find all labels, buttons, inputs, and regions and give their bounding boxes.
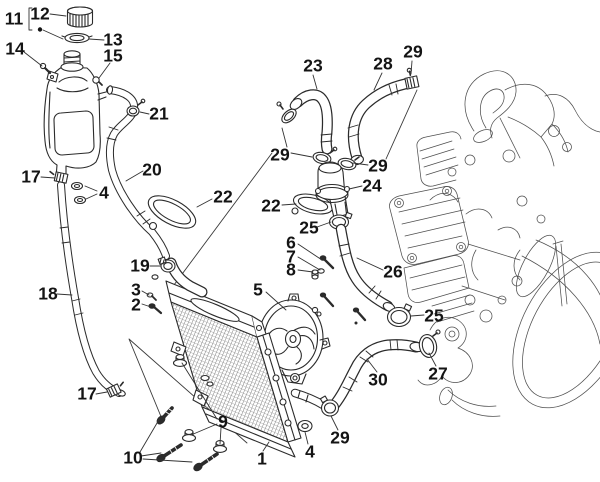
- callout-9: 9: [218, 411, 228, 432]
- clamp-27-drawing: [418, 329, 441, 358]
- callout-25-lower: 25: [424, 305, 444, 326]
- clip-15-drawing: [92, 76, 103, 86]
- clamp-29-ring-a-drawing: [312, 146, 338, 165]
- callout-29-top-right: 29: [403, 41, 423, 62]
- clamp-29-band-topright-drawing: [404, 67, 420, 90]
- clamp-21-drawing: [126, 98, 146, 117]
- cap-seal-drawing: [61, 32, 93, 44]
- callout-7: 7: [286, 246, 296, 267]
- callout-29-lower: 29: [330, 427, 350, 448]
- callout-21: 21: [149, 103, 169, 124]
- tank-cap-drawing: [66, 6, 94, 28]
- clamp-29-ring-b-drawing: [337, 156, 360, 171]
- washer-4-lower-drawing: [297, 419, 313, 433]
- clamp-25-lower-drawing: [386, 303, 413, 328]
- radiator-drawing: [165, 257, 328, 458]
- washers-4-upper-drawing: [70, 181, 87, 205]
- clamp-17-lower-drawing: [105, 381, 124, 398]
- leader-lines: [23, 7, 437, 463]
- gasket-22-left-drawing: [147, 195, 197, 231]
- callout-17-lower: 17: [77, 383, 97, 404]
- callout-26: 26: [383, 261, 403, 282]
- bolts-10-drawing: [156, 406, 219, 472]
- screw-14-drawing: [39, 62, 52, 75]
- clamp-29-band-left-drawing: [276, 101, 297, 124]
- hose-23-drawing: [289, 89, 333, 155]
- clamp-29-lower-drawing: [319, 395, 340, 417]
- gasket-22-right-drawing: [291, 193, 334, 215]
- callout-24: 24: [362, 175, 382, 196]
- callout-25-upper: 25: [299, 217, 319, 238]
- clamp-19-drawing: [157, 256, 176, 273]
- callout-23: 23: [303, 55, 323, 76]
- callout-18: 18: [38, 283, 58, 304]
- hose-26-drawing: [335, 223, 396, 312]
- callout-2: 2: [131, 294, 141, 315]
- callout-19: 19: [130, 255, 150, 276]
- callout-3: 3: [131, 279, 141, 300]
- callout-11: 11: [4, 8, 24, 29]
- callout-4-lower: 4: [305, 441, 315, 462]
- fan-fasteners-drawing: [311, 255, 367, 325]
- grommets-9-drawing: [172, 354, 228, 453]
- callout-20: 20: [142, 159, 162, 180]
- hose-18-drawing: [57, 181, 126, 397]
- callout-14: 14: [5, 38, 25, 59]
- screws-2-3-drawing: [146, 274, 163, 315]
- expansion-tank-drawing: [39, 6, 107, 180]
- callout-29-mid-right: 29: [368, 155, 388, 176]
- callout-4-upper: 4: [99, 182, 109, 203]
- callout-29-left: 29: [270, 144, 290, 165]
- engine-sketch: [389, 70, 600, 417]
- callout-22-left: 22: [213, 186, 233, 207]
- callout-28: 28: [373, 53, 393, 74]
- callout-8: 8: [286, 259, 296, 280]
- callout-12: 12: [30, 3, 50, 24]
- callout-30: 30: [368, 369, 388, 390]
- hose-30-drawing: [325, 339, 425, 415]
- hose-28-drawing: [347, 78, 411, 166]
- callout-15: 15: [103, 45, 123, 66]
- callout-6: 6: [286, 232, 296, 253]
- callout-1: 1: [257, 448, 267, 469]
- thermostat-housing-drawing: [314, 161, 351, 221]
- callout-27: 27: [428, 363, 448, 384]
- callout-13: 13: [103, 29, 123, 50]
- clamp-17-upper-drawing: [49, 170, 69, 184]
- callout-10: 10: [123, 447, 143, 468]
- callout-17-upper: 17: [21, 166, 41, 187]
- callout-5: 5: [253, 279, 263, 300]
- callout-22-right: 22: [261, 195, 281, 216]
